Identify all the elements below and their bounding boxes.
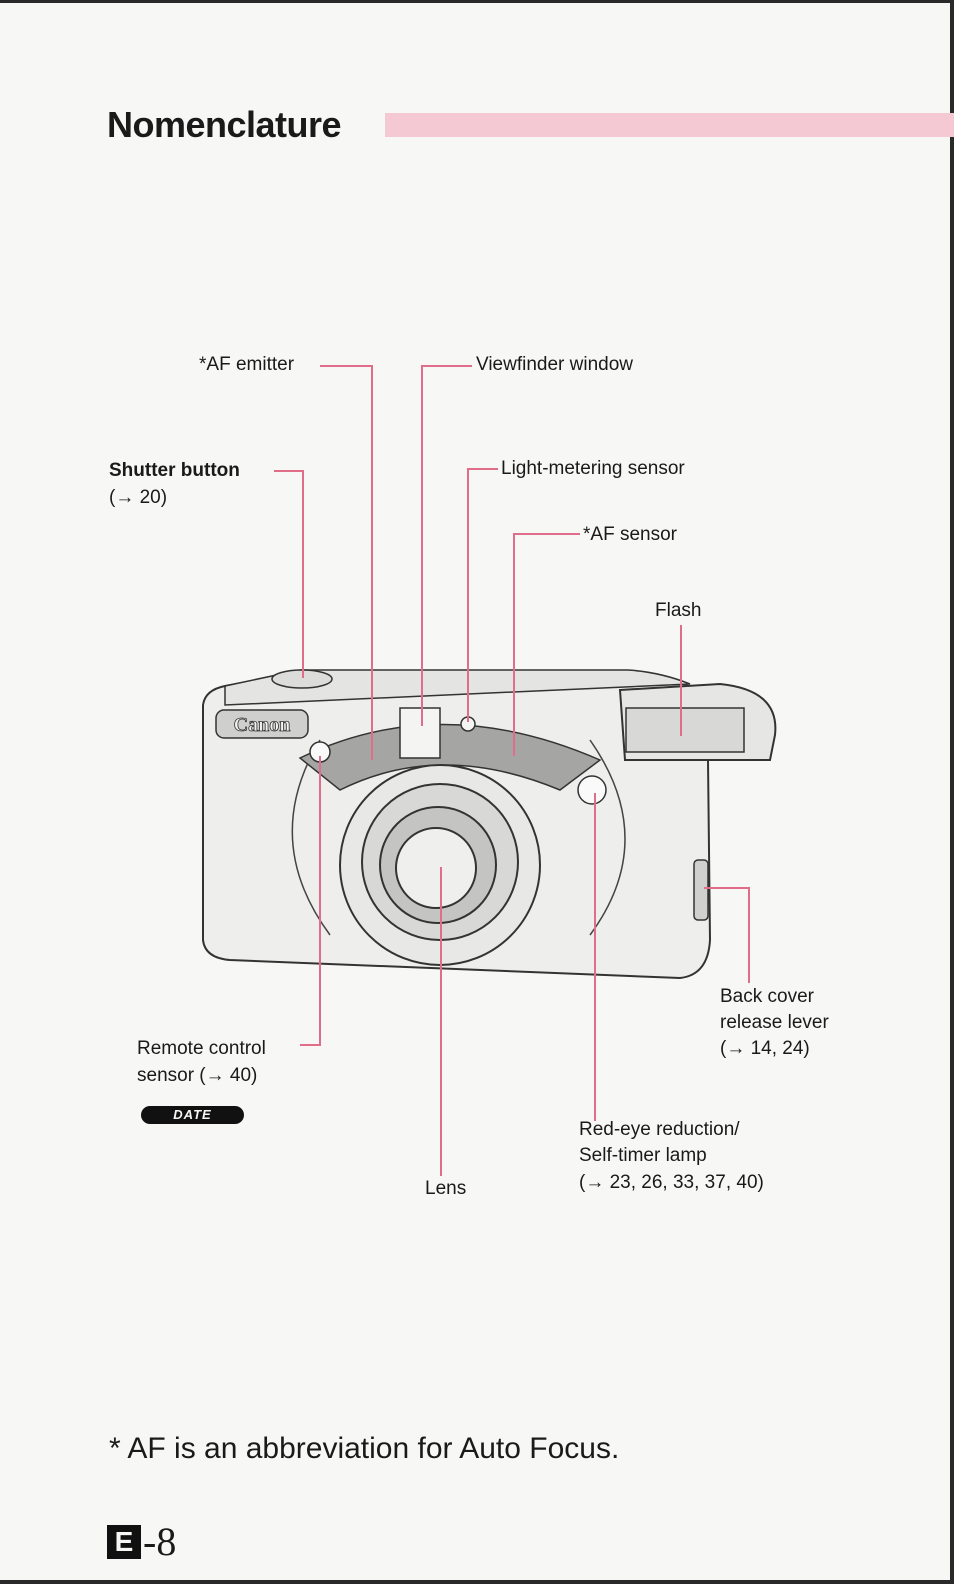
brand-logo: Canon [234, 714, 291, 736]
footnote: * AF is an abbreviation for Auto Focus. [109, 1427, 619, 1471]
label-red-eye-ref: (→ 23, 26, 33, 37, 40) [579, 1170, 764, 1196]
label-light-metering-sensor: Light-metering sensor [501, 456, 685, 482]
leader-shutter [274, 471, 303, 678]
label-shutter-button: Shutter button [109, 458, 240, 484]
label-shutter-button-ref: (→ 20) [109, 485, 167, 511]
label-af-emitter: *AF emitter [199, 352, 294, 378]
label-back-cover-line1: Back cover [720, 984, 814, 1010]
label-red-eye-line1: Red-eye reduction/ [579, 1117, 740, 1143]
label-back-cover-ref: (→ 14, 24) [720, 1036, 810, 1062]
red-eye-lamp-shape [578, 776, 606, 804]
label-remote-line2: sensor (→ 40) [137, 1063, 257, 1089]
language-code-box: E [107, 1525, 141, 1559]
date-badge: DATE [141, 1106, 244, 1124]
label-viewfinder-window: Viewfinder window [476, 352, 633, 378]
label-remote-line1: Remote control [137, 1036, 266, 1062]
page-number: E -8 [107, 1519, 176, 1565]
label-lens: Lens [425, 1176, 466, 1202]
back-cover-lever-shape [694, 860, 708, 920]
viewfinder-window-shape [400, 708, 440, 758]
label-back-cover-line2: release lever [720, 1010, 829, 1036]
lens-glass [396, 828, 476, 908]
label-red-eye-line2: Self-timer lamp [579, 1143, 707, 1169]
flash-window [626, 708, 744, 752]
label-flash: Flash [655, 598, 701, 624]
label-af-sensor: *AF sensor [583, 522, 677, 548]
label-shutter-button-text: Shutter button [109, 460, 240, 481]
page-digits: -8 [143, 1519, 176, 1565]
